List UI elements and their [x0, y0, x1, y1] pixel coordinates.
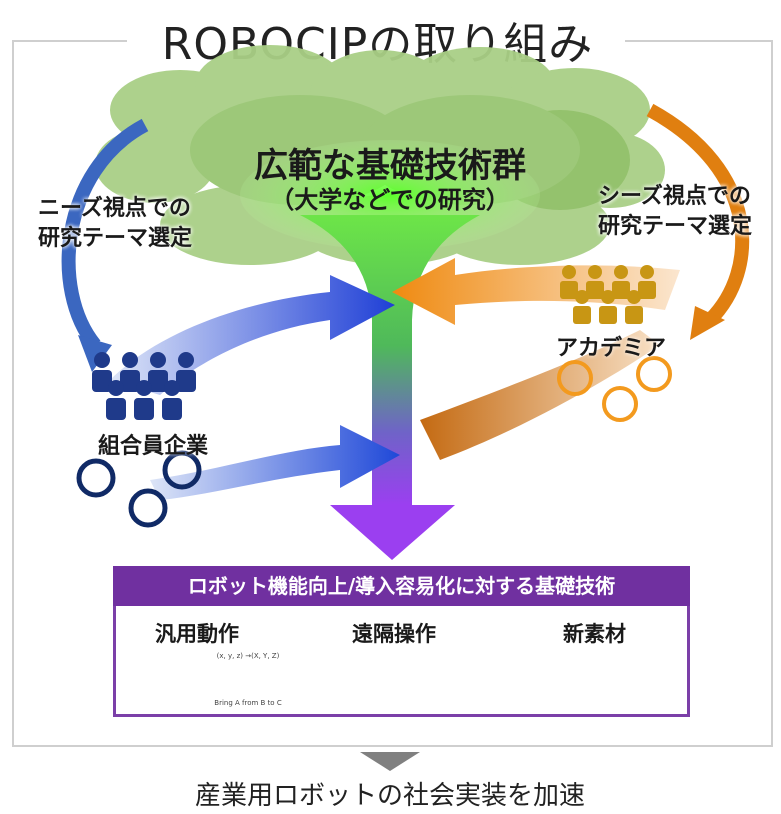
- frame-top-line-left: [12, 40, 127, 42]
- center-subtitle: （大学などでの研究）: [270, 186, 510, 214]
- needs-arrowhead: [78, 335, 112, 372]
- seeds-label-line1: シーズ視点での: [598, 184, 751, 209]
- center-title: 広範な基礎技術群: [254, 146, 526, 186]
- tech-item-general-motion: 汎用動作: [155, 622, 239, 646]
- needs-curve-arrow: [61, 118, 149, 350]
- academia-label: アカデミア: [556, 336, 667, 361]
- seeds-curve-arrow: [646, 103, 750, 325]
- seeds-label-line2: 研究テーマ選定: [598, 214, 753, 239]
- bubble1-text: (x, y, z) →(X, Y, Z): [216, 652, 280, 660]
- orange-band-lower: [420, 330, 660, 460]
- seeds-label: シーズ視点での 研究テーマ選定: [598, 182, 781, 242]
- outer-frame: [12, 40, 773, 747]
- tech-panel-header: ロボット機能向上/導入容易化に対する基礎技術: [113, 566, 690, 606]
- academia-people-icon: [560, 265, 656, 324]
- members-label: 組合員企業: [98, 434, 209, 459]
- needs-label-line1: ニーズ視点での: [38, 196, 191, 221]
- bubble2-text: Bring A from B to C: [214, 699, 282, 707]
- members-circles: [76, 450, 202, 528]
- members-people-icon: [92, 352, 196, 420]
- needs-label: ニーズ視点での 研究テーマ選定: [38, 194, 238, 254]
- frame-top-line-right: [625, 40, 771, 42]
- footer-text: 産業用ロボットの社会実装を加速: [194, 781, 585, 811]
- needs-label-line2: 研究テーマ選定: [38, 226, 193, 251]
- orange-band-upper: [392, 258, 680, 325]
- seeds-arrowhead: [690, 306, 725, 340]
- tech-item-new-material: 新素材: [563, 622, 626, 646]
- final-down-arrow: [360, 752, 420, 771]
- trunk: [300, 215, 480, 505]
- academia-circles: [557, 356, 672, 422]
- blue-band-lower: [150, 425, 400, 500]
- tech-item-teleoperation: 遠隔操作: [352, 622, 436, 646]
- down-arrow-purple: [330, 505, 455, 560]
